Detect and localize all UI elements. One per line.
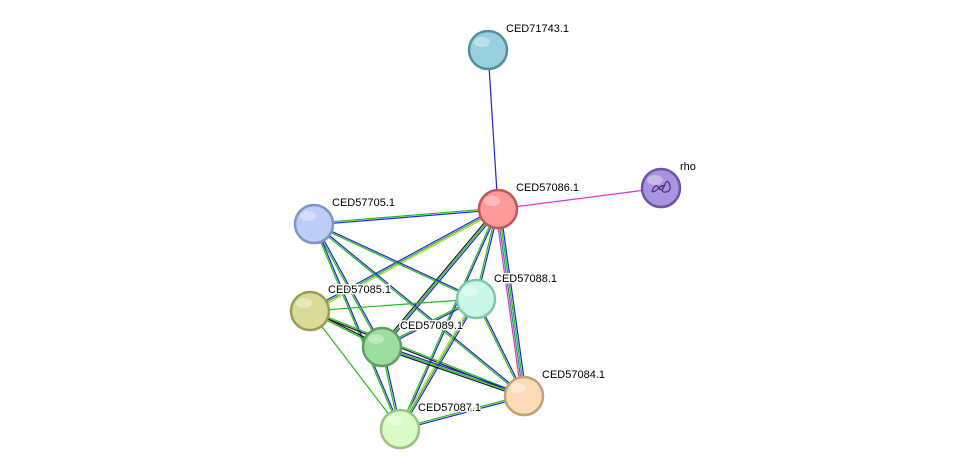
node-highlight — [510, 383, 526, 393]
edge-line-green — [399, 394, 524, 429]
node-highlight — [300, 211, 316, 221]
node-circle — [289, 290, 331, 332]
node-ced71743-1[interactable] — [467, 29, 509, 71]
edge-line-green — [313, 207, 498, 224]
node-circle — [361, 326, 403, 368]
node-highlight — [296, 298, 312, 308]
node-ced57085-1[interactable] — [289, 290, 331, 332]
node-circle — [503, 375, 545, 417]
edge-line-blue — [314, 222, 525, 396]
node-highlight — [462, 286, 478, 296]
edge-line-green — [313, 224, 524, 398]
edge-line-blue — [382, 209, 500, 349]
edge-line-green — [309, 298, 477, 312]
edge-line-black — [381, 347, 524, 399]
edge-line-green — [381, 346, 525, 397]
edge-ced57705-1-ced57088-1[interactable] — [313, 222, 477, 301]
edge-line-green — [312, 224, 382, 348]
edge-line-blue — [487, 49, 499, 210]
node-circle — [455, 278, 497, 320]
edge-line-blue — [314, 222, 477, 299]
node-ced57086-1[interactable] — [477, 188, 519, 230]
node-label-ced57088-1: CED57088.1 — [494, 273, 557, 285]
edge-line-green — [398, 208, 498, 429]
edge-line-blue — [499, 208, 527, 396]
node-highlight — [484, 196, 500, 206]
node-label-ced57705-1: CED57705.1 — [332, 197, 395, 209]
edge-ced57086-1-ced57089-1[interactable] — [380, 207, 500, 349]
node-label-ced57087-1: CED57087.1 — [418, 402, 481, 414]
edge-line-magenta — [497, 187, 662, 210]
edge-ced57705-1-ced57089-1[interactable] — [312, 223, 384, 348]
edges-layer — [308, 49, 662, 431]
edge-ced57084-1-ced57087-1[interactable] — [399, 394, 525, 431]
edge-line-blue — [314, 209, 499, 226]
edge-line-blue — [400, 209, 500, 430]
edge-ced57086-1-ced57085-1[interactable] — [308, 207, 500, 313]
edge-ced57086-1-ced57705-1[interactable] — [313, 207, 499, 226]
node-ced57705-1[interactable] — [293, 203, 335, 245]
edge-ced57086-1-ced57084-1[interactable] — [495, 208, 527, 397]
node-label-rho: rho — [680, 161, 696, 173]
edge-ced57089-1-ced57084-1[interactable] — [381, 344, 525, 399]
edge-line-magenta — [495, 209, 523, 397]
edge-line-blue — [382, 344, 525, 396]
edge-ced57086-1-ced57087-1[interactable] — [398, 208, 500, 430]
edge-line-green — [309, 208, 499, 312]
edge-line-yellow — [398, 297, 476, 429]
edge-rho-ced57086-1[interactable] — [497, 187, 662, 210]
node-highlight — [474, 37, 490, 47]
edge-ced57085-1-ced57087-1[interactable] — [309, 310, 401, 430]
edge-line-blue — [314, 223, 384, 347]
node-ced57089-1[interactable] — [361, 326, 403, 368]
edge-line-teal — [496, 209, 524, 397]
edge-line-green — [381, 208, 499, 348]
node-highlight — [368, 334, 384, 344]
nodes-layer — [289, 29, 682, 450]
edge-line-green — [310, 309, 525, 396]
node-highlight — [647, 175, 663, 185]
node-label-ced57084-1: CED57084.1 — [542, 369, 605, 381]
edge-line-yellow — [310, 209, 500, 313]
node-highlight — [386, 416, 402, 426]
edge-line-green — [498, 208, 526, 396]
edge-ced57705-1-ced57084-1[interactable] — [313, 222, 525, 398]
node-circle — [293, 203, 335, 245]
node-ced57087-1[interactable] — [379, 408, 421, 450]
node-rho[interactable] — [640, 167, 682, 209]
edge-line-blue — [308, 207, 498, 311]
edge-line-green — [312, 224, 400, 430]
edge-line-green — [309, 310, 401, 430]
node-label-ced57085-1: CED57085.1 — [328, 284, 391, 296]
labels-layer: CED71743.1 rhoCED57086.1CED57705.1CED5708… — [327, 22, 698, 416]
node-label-ced71743-1: CED71743.1 — [506, 23, 569, 35]
edge-line-green — [313, 224, 476, 301]
node-label-ced57086-1: CED57086.1 — [516, 182, 579, 194]
edge-ced57705-1-ced57087-1[interactable] — [312, 223, 402, 430]
node-circle — [477, 188, 519, 230]
node-label-ced57089-1: CED57089.1 — [400, 320, 463, 332]
node-ced57088-1[interactable] — [455, 278, 497, 320]
edge-line-blue — [400, 396, 525, 431]
node-circle — [640, 167, 682, 209]
node-circle — [379, 408, 421, 450]
node-circle — [467, 29, 509, 71]
edge-line-black — [380, 207, 498, 347]
edge-ced71743-1-ced57086-1[interactable] — [487, 49, 499, 210]
edge-line-green — [399, 298, 477, 430]
edge-line-blue — [314, 223, 402, 429]
edge-ced57085-1-ced57088-1[interactable] — [309, 298, 477, 312]
protein-structure-icon — [651, 180, 671, 193]
node-ced57084-1[interactable] — [503, 375, 545, 417]
